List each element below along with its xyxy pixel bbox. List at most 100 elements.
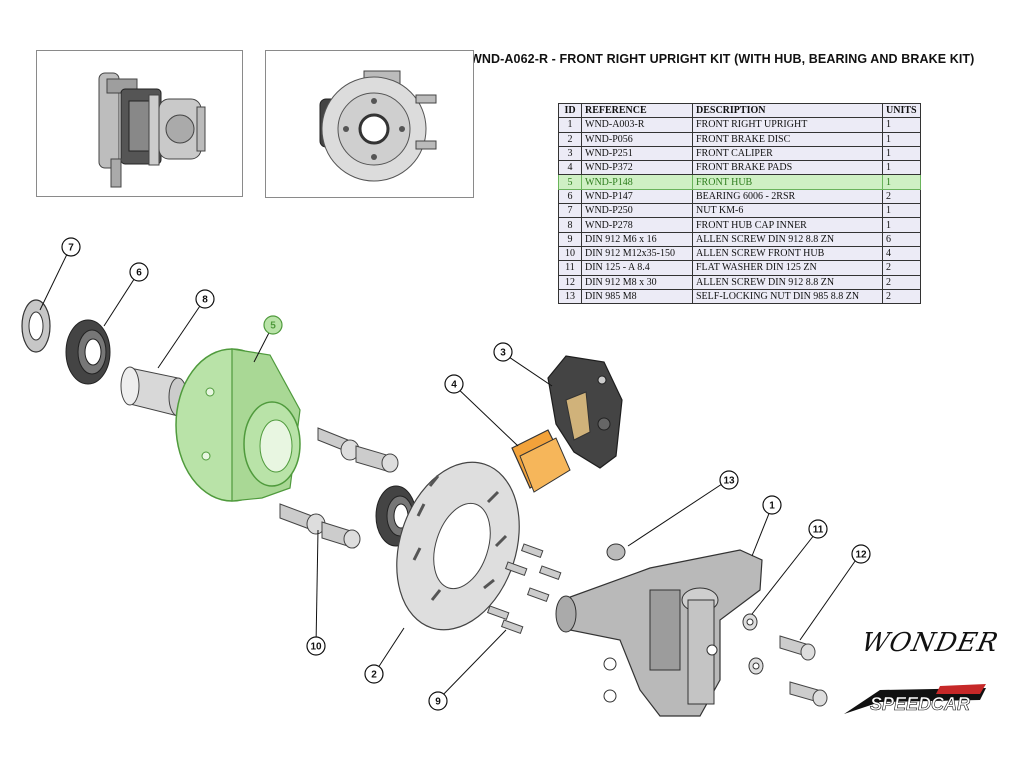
bom-cell-ref: WND-P251 xyxy=(581,145,693,162)
callout-label-13: 13 xyxy=(723,476,735,487)
callout-circle-10 xyxy=(306,636,326,656)
bom-cell-units: 6 xyxy=(882,231,921,247)
wonder-logo: WONDER xyxy=(858,628,1002,658)
bom-header-description: DESCRIPTION xyxy=(692,102,883,119)
part-12-screws xyxy=(779,635,828,707)
bom-cell-units: 1 xyxy=(882,217,921,233)
bom-header-reference: REFERENCE xyxy=(581,102,693,119)
callout-circle-12 xyxy=(851,544,871,564)
callout-circle-11 xyxy=(808,519,828,539)
bom-cell-ref: WND-P372 xyxy=(581,160,693,176)
assembled-front-view xyxy=(319,70,437,182)
bom-cell-ref: WND-P056 xyxy=(581,131,693,147)
bom-cell-units: 1 xyxy=(882,203,921,219)
assembled-front-view-box xyxy=(265,50,474,198)
bom-cell-id: 13 xyxy=(558,288,582,305)
part-10-screws xyxy=(279,427,399,549)
bom-cell-desc: FRONT HUB CAP INNER xyxy=(692,217,883,233)
bom-cell-desc: ALLEN SCREW DIN 912 8.8 ZN xyxy=(692,231,883,247)
bom-cell-units: 1 xyxy=(882,174,921,190)
part-3-caliper xyxy=(547,355,623,469)
speedcar-wordmark: SPEEDCAR xyxy=(870,694,970,714)
callout-label-1: 1 xyxy=(769,501,775,512)
callout-circle-4 xyxy=(444,374,464,394)
bom-cell-ref: WND-P278 xyxy=(581,217,693,233)
bom-cell-ref: DIN 985 M8 xyxy=(581,288,693,305)
speedcar-logo: SPEEDCAR xyxy=(844,684,986,714)
bom-cell-ref: DIN 912 M6 x 16 xyxy=(581,231,693,247)
callout-label-3: 3 xyxy=(500,348,506,359)
bom-cell-desc: FRONT CALIPER xyxy=(692,145,883,162)
callout-label-6: 6 xyxy=(136,268,142,279)
bom-cell-units: 1 xyxy=(882,145,921,162)
bom-cell-ref: WND-P147 xyxy=(581,188,693,205)
callout-circle-2 xyxy=(364,664,384,684)
bom-cell-id: 11 xyxy=(558,260,582,276)
bom-cell-units: 2 xyxy=(882,188,921,205)
callout-label-10: 10 xyxy=(310,642,322,653)
bom-cell-desc: NUT KM-6 xyxy=(692,203,883,219)
bom-cell-ref: WND-P148 xyxy=(581,174,693,190)
callout-label-12: 12 xyxy=(855,550,867,561)
bom-cell-desc: FRONT BRAKE PADS xyxy=(692,160,883,176)
bom-cell-units: 4 xyxy=(882,245,921,262)
part-8-hub-cap xyxy=(120,366,188,417)
callout-label-8: 8 xyxy=(202,295,208,306)
bom-header-units: UNITS xyxy=(882,102,921,119)
callout-label-9: 9 xyxy=(435,697,441,708)
callout-label-7: 7 xyxy=(68,243,74,254)
bom-cell-ref: WND-A003-R xyxy=(581,117,693,133)
page-title: WND-A062-R - FRONT RIGHT UPRIGHT KIT (WI… xyxy=(470,52,975,66)
callout-circle-3 xyxy=(493,342,513,362)
callout-label-11: 11 xyxy=(813,525,824,536)
callout-label-5: 5 xyxy=(270,321,276,332)
bom-header-row: ID REFERENCE DESCRIPTION UNITS xyxy=(558,102,921,119)
bom-cell-desc: FLAT WASHER DIN 125 ZN xyxy=(692,260,883,276)
bom-cell-id: 7 xyxy=(558,203,582,219)
bom-cell-units: 2 xyxy=(882,274,921,290)
bom-cell-desc: FRONT HUB xyxy=(692,174,883,190)
callout-circle-6 xyxy=(129,262,149,282)
bom-cell-desc: BEARING 6006 - 2RSR xyxy=(692,188,883,205)
part-9-screws xyxy=(486,543,562,635)
assembled-side-view-box xyxy=(36,50,243,197)
bom-cell-desc: FRONT BRAKE DISC xyxy=(692,131,883,147)
part-4-brake-pads xyxy=(511,429,571,493)
callout-circle-5 xyxy=(263,315,283,335)
callout-circle-8 xyxy=(195,289,215,309)
callout-circle-1 xyxy=(762,495,782,515)
part-11-washers xyxy=(742,613,764,675)
part-7-nut xyxy=(21,299,51,353)
bom-cell-ref: DIN 125 - A 8.4 xyxy=(581,260,693,276)
bom-cell-ref: DIN 912 M8 x 30 xyxy=(581,274,693,290)
bom-cell-desc: FRONT RIGHT UPRIGHT xyxy=(692,117,883,133)
callout-circle-7 xyxy=(61,237,81,257)
part-1-upright xyxy=(555,549,763,717)
bom-cell-id: 6 xyxy=(558,188,582,205)
bom-cell-units: 1 xyxy=(882,117,921,133)
bom-cell-id: 1 xyxy=(558,117,582,133)
bom-cell-units: 1 xyxy=(882,131,921,147)
bom-cell-desc: SELF-LOCKING NUT DIN 985 8.8 ZN xyxy=(692,288,883,305)
callout-label-4: 4 xyxy=(451,380,457,391)
callout-label-2: 2 xyxy=(371,670,377,681)
bom-cell-units: 2 xyxy=(882,288,921,305)
bom-cell-id: 12 xyxy=(558,274,582,290)
bom-cell-ref: WND-P250 xyxy=(581,203,693,219)
callout-circle-9 xyxy=(428,691,448,711)
assembled-side-view xyxy=(98,72,206,188)
callout-circle-13 xyxy=(719,470,739,490)
